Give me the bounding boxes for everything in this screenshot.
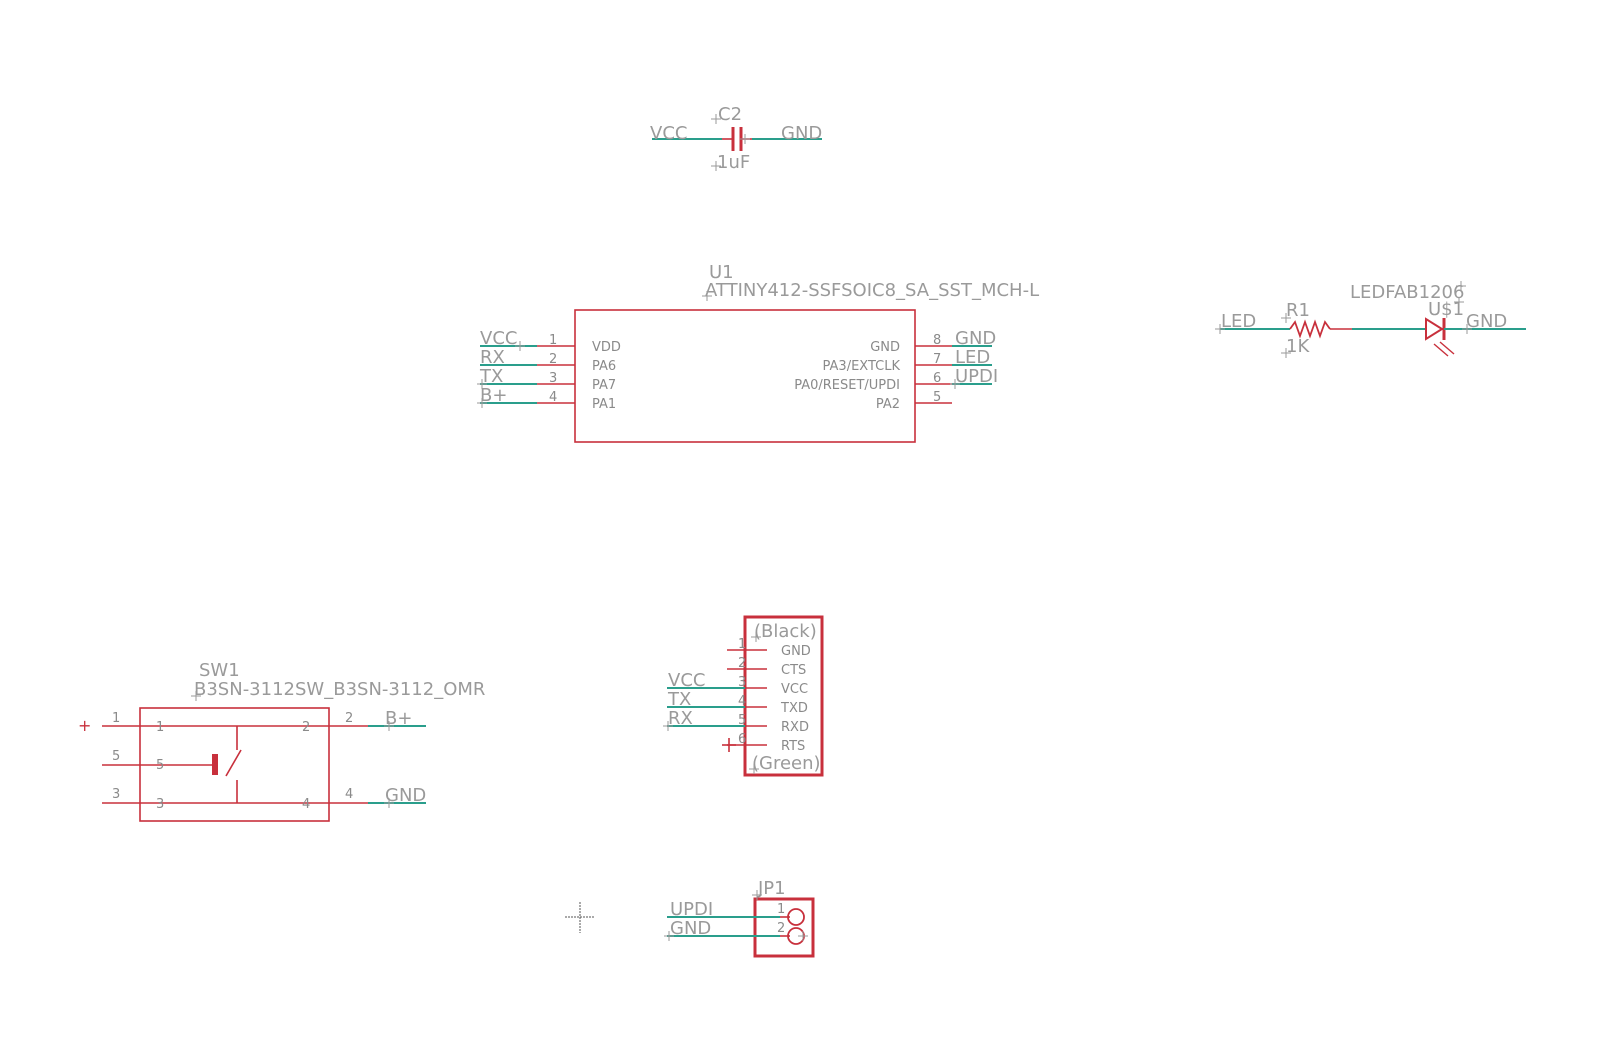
pin-number: 6 [738, 732, 746, 747]
c2-value: 1uF [717, 152, 750, 173]
net-label-gnd: GND [1466, 311, 1507, 332]
header-pin [787, 908, 805, 926]
pin-number: 4 [549, 390, 557, 405]
pin-number: 1 [549, 333, 557, 348]
net-label-gnd: GND [955, 328, 996, 349]
pin-number: 2 [302, 720, 310, 735]
pin-label: GND [781, 644, 811, 659]
pin-number: 2 [549, 352, 557, 367]
pin-label: CTS [781, 663, 806, 678]
pin-number: 5 [112, 749, 120, 764]
pin-number: 6 [933, 371, 941, 386]
ftdi-bottom-label: (Green) [752, 753, 821, 774]
net-label-gnd: GND [781, 123, 822, 144]
pin-number: 2 [738, 656, 746, 671]
ic-body [574, 309, 916, 443]
led-circuit[interactable]: LED R1 1K LEDFAB1206 U$1 GND [1215, 281, 1526, 358]
pin-number: 3 [112, 787, 120, 802]
pin-number: 1 [777, 902, 785, 917]
switch-contact [225, 749, 242, 777]
pin-number: 2 [777, 921, 785, 936]
header-body [753, 897, 815, 958]
switch-sw1[interactable]: SW1 B3SN-3112SW_B3SN-3112_OMR + 1 5 3 2 … [78, 660, 485, 822]
pin-label: PA1 [592, 397, 616, 412]
led-part: LEDFAB1206 [1350, 282, 1464, 303]
net-label-bplus: B+ [480, 385, 507, 406]
pin-label: PA3/EXTCLK [823, 359, 901, 374]
pin-number: 5 [156, 758, 164, 773]
u1-value: ATTINY412-SSFSOIC8_SA_SST_MCH-L [705, 280, 1039, 301]
resistor-r1 [1289, 319, 1331, 339]
capacitor-c2[interactable]: C2 1uF VCC GND [650, 104, 822, 173]
pin-number: 4 [738, 694, 746, 709]
ic-u1[interactable]: U1 ATTINY412-SSFSOIC8_SA_SST_MCH-L 1 2 3… [477, 262, 1039, 443]
crosshair-cursor-icon [565, 902, 595, 933]
jp1-name: JP1 [757, 878, 786, 899]
header-jp1[interactable]: JP1 1 2 UPDI GND [664, 878, 815, 958]
net-label-vcc: VCC [480, 328, 517, 349]
net-label-vcc: VCC [668, 670, 705, 691]
connector-body [743, 615, 824, 777]
pin-label: TXD [780, 701, 808, 716]
pin-number: 3 [738, 675, 746, 690]
pin-label: PA0/RESET/UPDI [794, 378, 900, 393]
pin-label: RXD [781, 720, 809, 735]
ftdi-top-label: (Black) [754, 621, 817, 642]
pin-number: 2 [345, 711, 353, 726]
net-label-updi: UPDI [955, 366, 998, 387]
pin-number: 1 [112, 711, 120, 726]
r1-value: 1K [1286, 336, 1310, 357]
pin-number: 1 [738, 637, 746, 652]
pin-number: 7 [933, 352, 941, 367]
ftdi-connector[interactable]: (Black) (Green) 1 2 3 4 5 6 GND CTS VCC … [663, 615, 824, 777]
net-label-vcc: VCC [650, 123, 687, 144]
pin-label: PA6 [592, 359, 616, 374]
net-label-gnd: GND [385, 785, 426, 806]
pin-number: 5 [738, 713, 746, 728]
pin-number: 3 [156, 797, 164, 812]
sw1-value: B3SN-3112SW_B3SN-3112_OMR [194, 679, 485, 700]
sw1-name: SW1 [199, 660, 240, 681]
u1-name: U1 [709, 262, 734, 283]
net-label-rx: RX [480, 347, 505, 368]
pin-number: 4 [302, 797, 310, 812]
pin-label: PA7 [592, 378, 616, 393]
pin-number: 4 [345, 787, 353, 802]
switch-actuator [212, 754, 218, 775]
pin-label: RTS [781, 739, 805, 754]
r1-name: R1 [1286, 300, 1310, 321]
pin-number: 3 [549, 371, 557, 386]
pin-label: GND [870, 340, 900, 355]
pin-number: 1 [156, 720, 164, 735]
net-label-rx: RX [668, 708, 693, 729]
pin-label: VDD [592, 340, 621, 355]
net-label-tx: TX [479, 366, 503, 387]
c2-name: C2 [718, 104, 742, 125]
net-label-led: LED [955, 347, 990, 368]
pin-label: PA2 [876, 397, 900, 412]
net-label-led: LED [1221, 311, 1256, 332]
led-diode [1425, 317, 1444, 341]
net-label-tx: TX [667, 689, 691, 710]
net-label-updi: UPDI [670, 899, 713, 920]
led-arrow [1439, 341, 1455, 355]
net-label-bplus: B+ [385, 708, 412, 729]
pin-number: 8 [933, 333, 941, 348]
pin1-marker: + [78, 716, 91, 735]
pin-label: VCC [781, 682, 808, 697]
led-arrow [1433, 343, 1449, 357]
led-name: U$1 [1428, 299, 1464, 320]
net-label-gnd: GND [670, 918, 711, 939]
pin-number: 5 [933, 390, 941, 405]
